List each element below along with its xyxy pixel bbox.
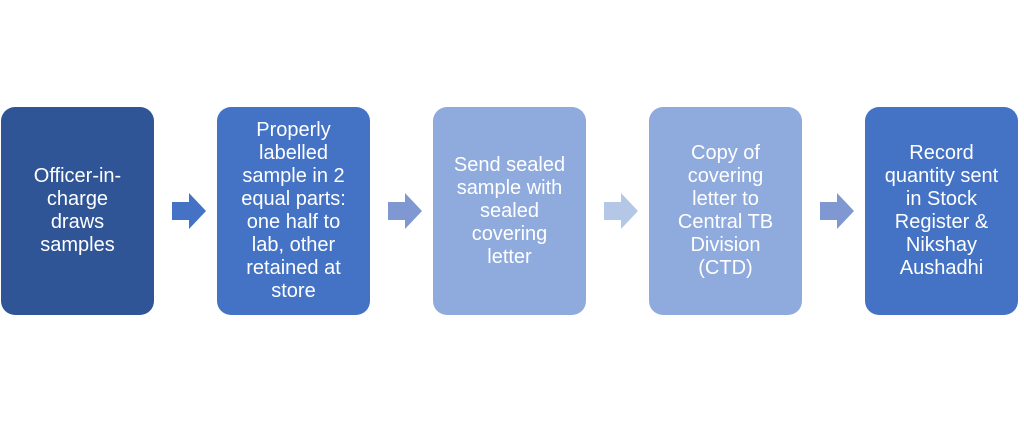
arrow-right-icon [388, 193, 422, 229]
step-label: Copy of covering letter to Central TB Di… [677, 142, 774, 279]
step-label: Officer-in- charge draws samples [33, 165, 122, 256]
step-label: Record quantity sent in Stock Register &… [884, 142, 999, 279]
step-send-sealed-sample: Send sealed sample with sealed covering … [433, 107, 586, 315]
arrow-right-icon [604, 193, 638, 229]
step-officer-draws-samples: Officer-in- charge draws samples [1, 107, 154, 315]
step-label-sample-parts: Properly labelled sample in 2 equal part… [217, 107, 370, 315]
arrow-right-icon [172, 193, 206, 229]
step-label: Properly labelled sample in 2 equal part… [241, 119, 346, 302]
step-label: Send sealed sample with sealed covering … [453, 153, 566, 268]
step-record-quantity: Record quantity sent in Stock Register &… [865, 107, 1018, 315]
step-copy-letter-ctd: Copy of covering letter to Central TB Di… [649, 107, 802, 315]
arrow-right-icon [820, 193, 854, 229]
